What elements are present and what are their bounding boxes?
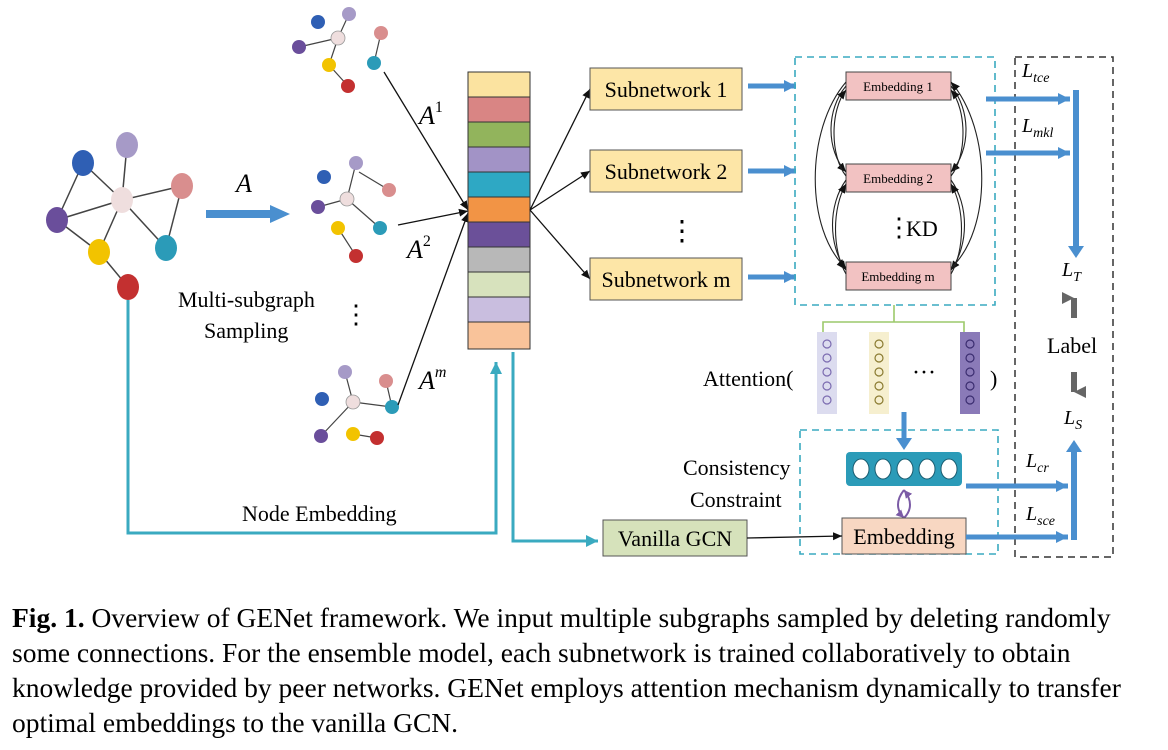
caption-label: Fig. 1.: [12, 602, 85, 633]
subnetwork-m: Subnetwork m: [589, 257, 743, 301]
subnetwork-2: Subnetwork 2: [589, 149, 743, 193]
input-graph: [46, 132, 193, 300]
vanilla-gcn: Vanilla GCN: [602, 519, 748, 557]
gcn-embedding-bar: [846, 452, 962, 486]
svg-text:Embedding: Embedding: [853, 524, 954, 549]
embedding-2: Embedding 2: [845, 163, 952, 193]
svg-text:Embedding 2: Embedding 2: [863, 171, 933, 186]
attention-close: ): [990, 366, 997, 391]
loss-sce: Lsce: [1025, 503, 1055, 529]
loss-mkl: Lmkl: [1021, 115, 1053, 141]
label-am: Am: [417, 364, 446, 395]
kd-vdots: ⋮: [886, 213, 912, 242]
kd-box: [794, 56, 996, 306]
label-a1: A1: [417, 99, 443, 130]
loss-s: LS: [1063, 407, 1082, 433]
subgraph-1: [292, 7, 388, 93]
subgraph-m: [314, 365, 399, 445]
svg-text:Subnetwork m: Subnetwork m: [602, 267, 731, 292]
subgraph-2: [311, 156, 396, 263]
loss-tce: Ltce: [1021, 60, 1049, 86]
sampling-label-line2: Sampling: [204, 318, 288, 343]
embedding-1: Embedding 1: [845, 71, 952, 101]
svg-text:Vanilla GCN: Vanilla GCN: [618, 526, 732, 551]
attention-vector-1: [817, 332, 837, 414]
subnetwork-1: Subnetwork 1: [589, 67, 743, 111]
figure-caption: Fig. 1. Overview of GENet framework. We …: [12, 600, 1156, 740]
subnet-vdots: ⋮: [668, 216, 696, 247]
label-a: A: [234, 169, 252, 198]
caption-text: Overview of GENet framework. We input mu…: [12, 602, 1121, 738]
consistency-label-line2: Constraint: [690, 487, 782, 512]
label-a2: A2: [405, 233, 431, 264]
loss-t: LT: [1061, 259, 1082, 285]
loss-box: [1014, 56, 1114, 558]
student-embedding: Embedding: [841, 517, 967, 555]
attention-hdots: ···: [912, 360, 936, 386]
node-embedding-label: Node Embedding: [242, 501, 397, 526]
kd-curves: [814, 81, 983, 275]
sampling-label-line1: Multi-subgraph: [178, 287, 315, 312]
attention-vector-2: [869, 332, 889, 414]
label-text: Label: [1047, 333, 1097, 358]
genet-diagram: A Multi-subgraph Sampling ⋮: [46, 7, 1114, 558]
node-embedding-path: [126, 300, 598, 547]
kd-label: KD: [906, 216, 938, 241]
attention-bracket: [822, 305, 965, 340]
svg-text:Subnetwork 1: Subnetwork 1: [605, 77, 728, 102]
consistency-label-line1: Consistency: [683, 455, 791, 480]
embedding-m: Embedding m: [845, 261, 952, 291]
feature-stack: [467, 71, 531, 350]
svg-text:Subnetwork 2: Subnetwork 2: [605, 159, 728, 184]
attention-vector-m: [960, 332, 980, 414]
svg-text:Embedding 1: Embedding 1: [863, 79, 933, 94]
subgraph-vdots: ⋮: [343, 300, 369, 329]
loss-cr: Lcr: [1025, 450, 1049, 476]
svg-text:Embedding m: Embedding m: [861, 269, 934, 284]
attention-label: Attention(: [703, 366, 793, 391]
